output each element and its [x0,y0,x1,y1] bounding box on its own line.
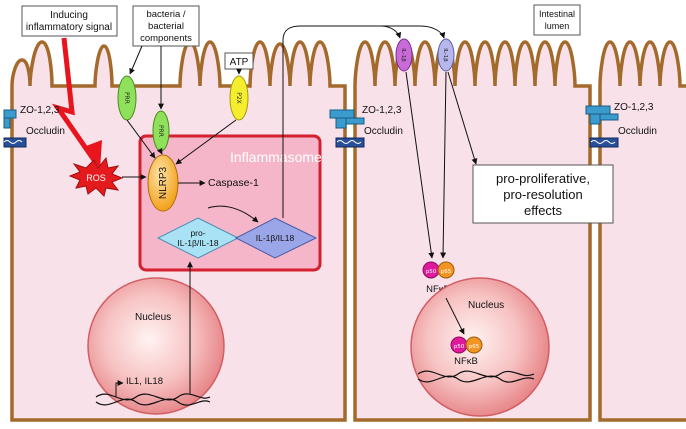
svg-text:P2X: P2X [235,92,242,104]
svg-text:IL-1β: IL-1β [400,48,406,62]
mature-il-diamond: IL-1β/IL18 [234,217,318,259]
svg-text:Nucleus: Nucleus [135,312,171,323]
zo-middle-label: ZO-1,2,3 [362,105,402,116]
svg-text:p65: p65 [441,269,452,275]
right-cell-body [598,40,686,422]
nlrp3-protein: NLRP3 [147,154,179,212]
caspase-1-label: Caspase-1 [208,177,259,189]
epithelial-cell-right [598,40,686,422]
occludin-left-label: Occludin [26,126,65,137]
pathway-arrows [115,25,478,397]
nucleus-left: Nucleus IL1, IL18 [87,277,225,415]
svg-text:components: components [140,33,192,44]
svg-text:pro-resolution: pro-resolution [503,187,583,202]
svg-text:NLRP3: NLRP3 [158,166,169,199]
svg-text:PRR: PRR [157,125,164,137]
nfkb-cytoplasm: p50 p65 NFκB [422,261,455,295]
svg-text:ROS: ROS [86,173,106,183]
svg-text:p50: p50 [454,344,465,350]
tight-junction-right: ZO-1,2,3 Occludin [585,102,657,148]
atp-label: ATP [224,52,254,70]
svg-text:bacteria /: bacteria / [146,9,185,20]
pro-il-diamond: pro- IL-1β/IL-18 [156,217,240,259]
tight-junction-left: ZO-1,2,3 Occludin [3,105,65,148]
occludin-middle-label: Occludin [364,126,403,137]
svg-text:Intestinal: Intestinal [539,9,575,19]
svg-text:lumen: lumen [545,21,570,31]
prr-receptor-1: PRR [117,75,137,121]
zo-right-label: ZO-1,2,3 [614,102,654,113]
inflammatory-signal-arrow [51,37,102,170]
svg-text:IL-1β: IL-1β [442,48,448,62]
svg-text:PRR: PRR [123,92,130,104]
svg-text:IL-1β/IL-18: IL-1β/IL-18 [177,238,219,248]
svg-text:inflammatory signal: inflammatory signal [26,22,112,33]
svg-text:NFκB: NFκB [426,284,450,295]
nucleus-right: Nucleus p50 p65 NFκB [410,277,550,417]
svg-text:Inducing: Inducing [50,10,88,21]
svg-text:bacterial: bacterial [148,21,184,32]
svg-text:p65: p65 [469,344,480,350]
svg-text:ATP: ATP [230,57,249,68]
tight-junction-middle: ZO-1,2,3 Occludin [329,105,403,148]
il1b-secreted-2: IL-1β [437,38,455,72]
lumen-label: Intestinal lumen [533,4,581,36]
prr-receptor-2: PRR [152,110,170,152]
svg-text:p50: p50 [426,269,437,275]
svg-text:pro-: pro- [190,228,205,238]
svg-text:Nucleus: Nucleus [468,300,504,311]
svg-text:effects: effects [524,203,563,218]
svg-text:pro-proliferative,: pro-proliferative, [496,171,590,186]
effects-box: pro-proliferative, pro-resolution effect… [472,164,614,224]
occludin-right-label: Occludin [618,126,657,137]
svg-text:IL-1β/IL18: IL-1β/IL18 [256,233,295,243]
inflammasome-title: Inflammasome [230,149,322,165]
inducing-signal-label: Inducing inflammatory signal [21,5,118,37]
ros-starburst: ROS [68,156,124,197]
zo-left-label: ZO-1,2,3 [20,105,60,116]
il1b-secreted-1: IL-1β [395,38,413,72]
svg-text:NFκB: NFκB [454,356,478,367]
p2x-receptor: P2X [229,75,249,121]
bacteria-label: bacteria / bacterial components [132,5,200,47]
svg-text:IL1, IL18: IL1, IL18 [126,376,163,387]
